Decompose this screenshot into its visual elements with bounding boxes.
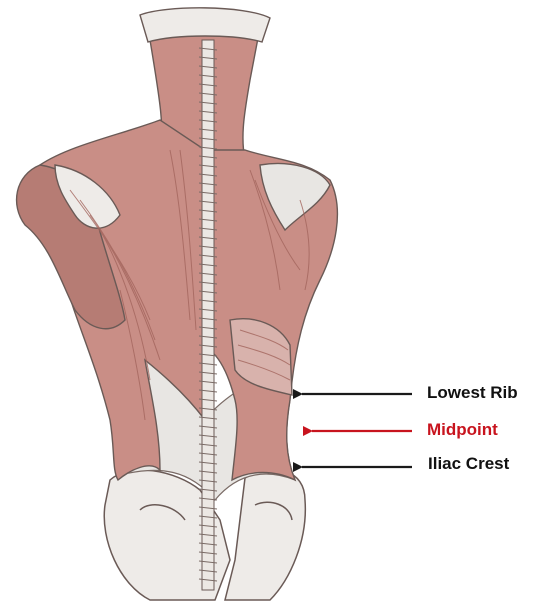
annotation-arrows bbox=[302, 394, 412, 467]
label-lowest-rib: Lowest Rib bbox=[427, 383, 518, 403]
label-iliac-crest: Iliac Crest bbox=[428, 454, 509, 474]
label-midpoint: Midpoint bbox=[427, 420, 498, 440]
